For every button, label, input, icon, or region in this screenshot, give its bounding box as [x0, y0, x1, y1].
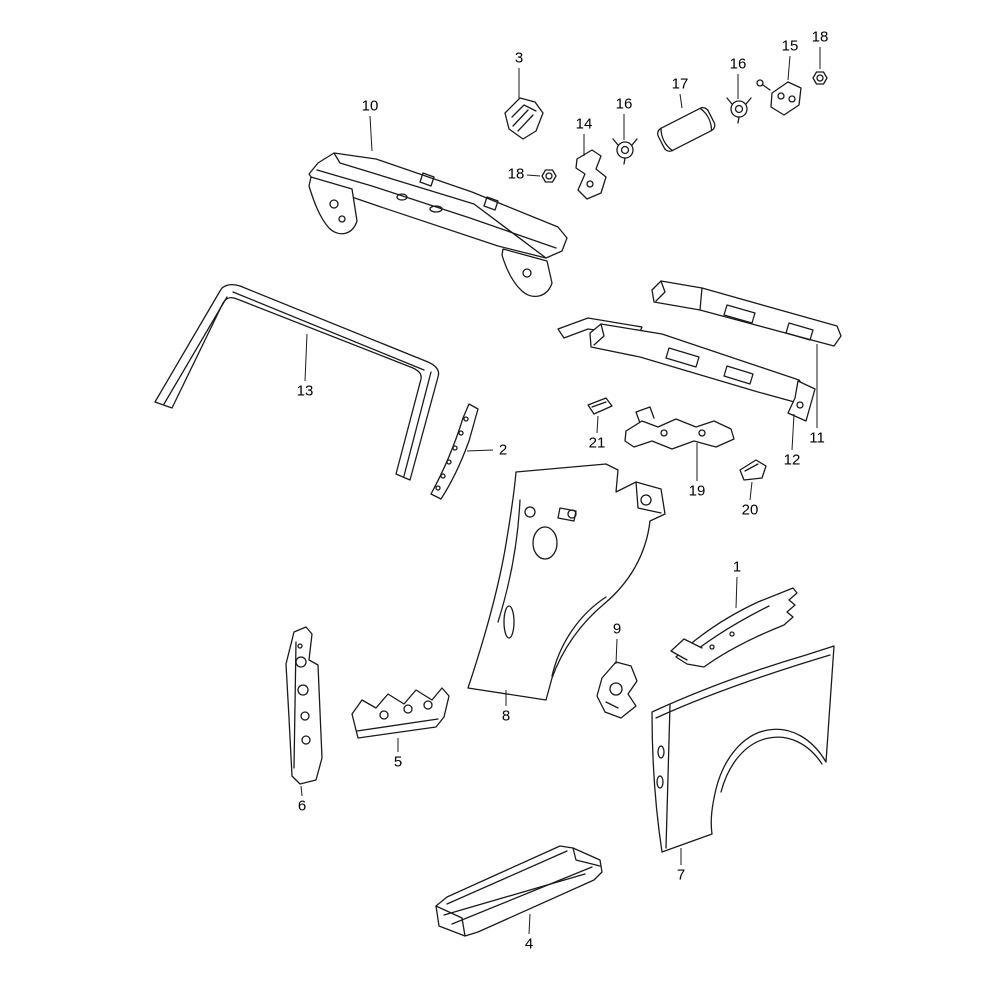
- part-8-inner-quarter-panel-drawing: [467, 463, 666, 701]
- part-17-cylinder-drawing: [657, 107, 716, 152]
- part-label-18: 18: [811, 28, 829, 46]
- part-label-6: 6: [297, 797, 307, 815]
- part-2-pillar-strip-drawing: [430, 403, 479, 500]
- part-18-nut-a-drawing: [812, 71, 828, 85]
- part-16-clamp-b-drawing: [726, 97, 752, 124]
- part-label-21: 21: [588, 434, 606, 452]
- part-19-bracket-assembly-drawing: [624, 406, 735, 450]
- part-16-clamp-a-drawing: [612, 138, 638, 165]
- part-5-sill-reinforcement-drawing: [351, 687, 450, 739]
- part-label-18: 18: [507, 165, 525, 183]
- part-label-20: 20: [741, 501, 759, 519]
- part-label-7: 7: [676, 866, 686, 884]
- part-3-bracket-drawing: [504, 97, 544, 140]
- part-label-1: 1: [732, 558, 742, 576]
- part-13-window-frame-seal-drawing: [154, 284, 440, 481]
- part-label-3: 3: [514, 49, 524, 67]
- part-6-b-pillar-drawing: [285, 626, 323, 785]
- part-label-14: 14: [575, 115, 593, 133]
- part-label-12: 12: [783, 451, 801, 469]
- part-11-rear-rail-drawing: [651, 280, 842, 347]
- part-label-19: 19: [688, 482, 706, 500]
- leader-lines: [300, 47, 821, 935]
- part-20-clip-drawing: [739, 459, 767, 481]
- part-21-clip-drawing: [587, 397, 613, 415]
- part-label-16: 16: [615, 95, 633, 113]
- part-15-bracket-drawing: [756, 79, 802, 116]
- part-label-16: 16: [729, 55, 747, 73]
- part-label-2: 2: [498, 441, 508, 459]
- part-label-4: 4: [524, 935, 534, 953]
- part-label-15: 15: [781, 37, 799, 55]
- part-12-rear-rail-lower-drawing: [557, 317, 816, 422]
- part-label-9: 9: [612, 620, 622, 638]
- part-10-cowl-crossmember-drawing: [308, 152, 568, 298]
- part-label-10: 10: [361, 97, 379, 115]
- part-label-11: 11: [809, 429, 825, 447]
- part-label-5: 5: [393, 753, 403, 771]
- part-4-rocker-panel-drawing: [435, 845, 603, 937]
- part-label-13: 13: [296, 382, 314, 400]
- part-1-quarter-upper-rail-drawing: [670, 587, 798, 668]
- part-7-rear-fender-drawing: [651, 645, 835, 853]
- part-14-bracket-drawing: [575, 149, 607, 200]
- part-label-17: 17: [671, 75, 689, 93]
- part-label-8: 8: [501, 707, 511, 725]
- part-9-lock-bracket-drawing: [596, 661, 638, 719]
- part-18-nut-b-drawing: [541, 169, 557, 183]
